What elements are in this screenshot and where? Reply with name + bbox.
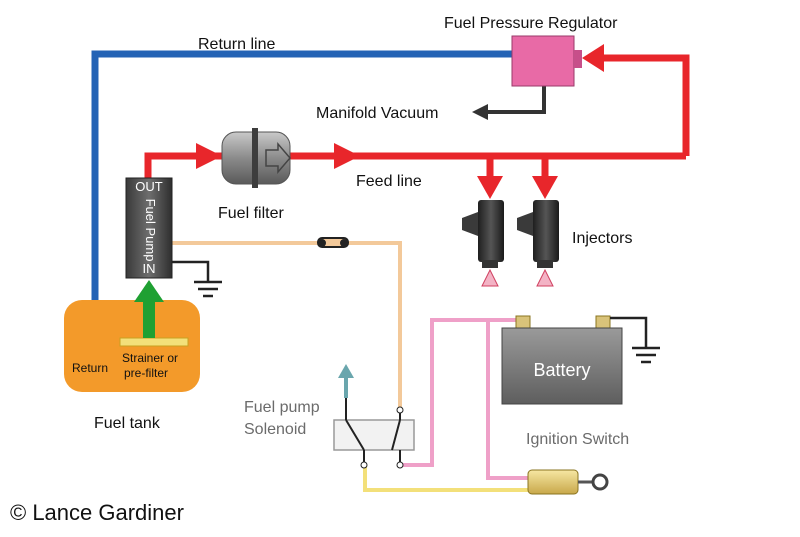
tank-return-label: Return [72,361,108,375]
strainer-label-1: Strainer or [122,351,178,365]
fuel-pump-solenoid [333,398,415,469]
ignition-switch [527,469,609,495]
pump-out-label: OUT [135,179,163,194]
fuel-pressure-regulator [511,35,582,87]
ignition-switch-label: Ignition Switch [526,431,629,448]
solenoid-output-arrow [338,364,354,398]
feed-line-label: Feed line [356,173,422,190]
manifold-vacuum-label: Manifold Vacuum [316,105,438,122]
ignition-wire [402,318,528,480]
solenoid-label-2: Solenoid [244,421,306,438]
fuel-pump [125,177,173,279]
battery [501,315,623,405]
fuel-filter-icon [221,128,291,188]
injector-left [462,200,504,287]
spray-triangle-icon [536,268,554,287]
return-line-label: Return line [198,36,275,53]
pump-relay-switch [317,237,349,248]
injectors-label: Injectors [572,230,632,247]
manifold-vacuum-line [472,86,546,120]
strainer-label-2: pre-filter [124,366,168,380]
regulator-label: Fuel Pressure Regulator [444,15,618,32]
spray-triangle-icon [481,268,499,287]
pump-name-label: Fuel Pump [143,199,158,262]
solenoid-label-1: Fuel pump [244,399,320,416]
copyright-label: © Lance Gardiner [10,500,184,525]
pump-wire [172,241,402,410]
ground-symbol-icon [172,260,222,298]
feed-arrows [196,44,604,199]
fuel-filter-label: Fuel filter [218,205,284,222]
switch-wire [363,465,530,492]
intake-arrow [134,280,164,338]
battery-label: Battery [533,360,590,380]
pump-in-label: IN [143,261,156,276]
ground-symbol-icon [610,316,660,364]
injector-right [517,200,559,287]
fuel-tank-label: Fuel tank [94,415,161,432]
